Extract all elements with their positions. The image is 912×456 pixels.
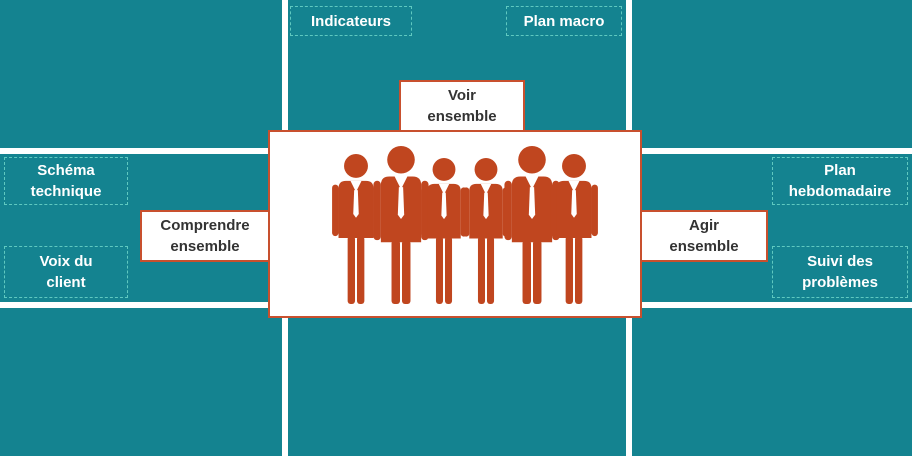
tag-indicateurs: Indicateurs	[290, 6, 412, 36]
person-figure	[332, 154, 380, 304]
person-figure	[421, 158, 467, 304]
center-box	[268, 130, 642, 318]
tag-plan-hebdomadaire: Plan hebdomadaire	[772, 157, 908, 205]
tag-schema-technique: Schéma technique	[4, 157, 128, 205]
label-comprendre-ensemble: Comprendre ensemble	[140, 210, 270, 262]
panel-bottom-left	[0, 308, 282, 456]
label-voir-ensemble: Voir ensemble	[399, 80, 525, 132]
team-of-people-icon	[332, 146, 598, 304]
label-agir-ensemble: Agir ensemble	[640, 210, 768, 262]
panel-bottom-center	[288, 308, 626, 456]
panel-top-left	[0, 0, 282, 148]
person-figure	[550, 154, 598, 304]
panel-top-right	[632, 0, 912, 148]
person-figure	[463, 158, 509, 304]
tag-voix-du-client: Voix du client	[4, 246, 128, 298]
person-figure	[373, 146, 429, 304]
panel-bottom-right	[632, 308, 912, 456]
tag-suivi-des-problemes: Suivi des problèmes	[772, 246, 908, 298]
tag-plan-macro: Plan macro	[506, 6, 622, 36]
